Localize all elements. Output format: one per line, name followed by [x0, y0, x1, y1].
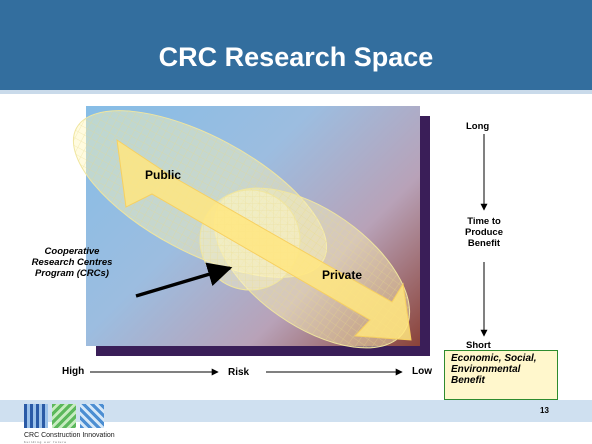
logo-text: CRC Construction Innovation [24, 432, 115, 439]
risk-low-label: Low [412, 366, 432, 377]
time-short-label: Short [466, 340, 491, 351]
time-label-line1: Time to [467, 216, 501, 227]
benefit-flow-arrow [116, 138, 412, 341]
logo-square-green [52, 404, 76, 428]
crc-label-line3: Program (CRCs) [35, 268, 109, 279]
logo-square-lightblue [80, 404, 104, 428]
crc-label-line2: Research Centres [31, 257, 113, 268]
logo-square-blue [24, 404, 48, 428]
crc-program-label: Cooperative Research Centres Program (CR… [18, 246, 126, 279]
private-label: Private [322, 268, 363, 282]
benefit-box: Economic, Social, Environmental Benefit [444, 350, 558, 400]
benefit-line1: Economic, Social, [451, 353, 537, 364]
page-number: 13 [540, 406, 549, 415]
crc-pointer-arrow [135, 262, 233, 298]
slide-header [0, 0, 592, 94]
time-label-line2: Produce [464, 227, 503, 238]
crc-label-line1: Cooperative [44, 246, 100, 257]
time-label-line3: Benefit [467, 238, 501, 249]
benefit-line2: Environmental [451, 364, 521, 375]
benefit-line3: Benefit [451, 375, 485, 386]
slide-title: CRC Research Space [158, 42, 434, 72]
public-label: Public [145, 168, 182, 182]
time-axis-label: Time to Produce Benefit [446, 216, 522, 249]
slide-footer [0, 400, 592, 422]
risk-axis-label: Risk [228, 367, 250, 378]
time-long-label: Long [466, 121, 490, 132]
logo-tagline: building our future [24, 440, 68, 444]
risk-high-label: High [62, 366, 85, 377]
